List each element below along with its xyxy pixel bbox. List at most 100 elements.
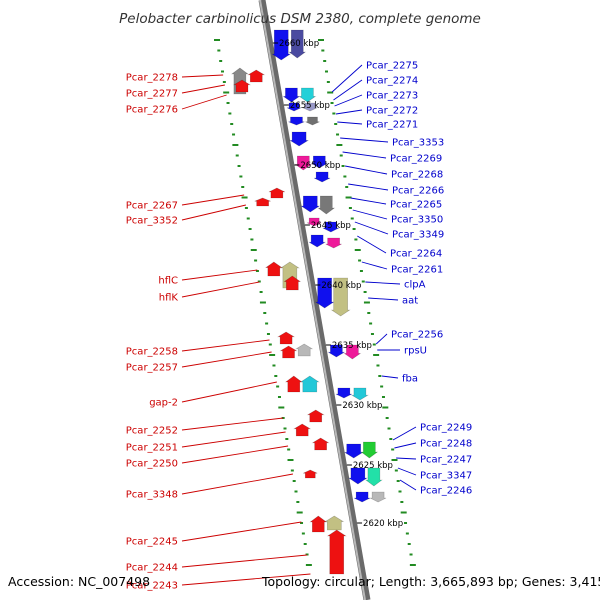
- forward-gene: [307, 217, 322, 227]
- reverse-leader-line: [181, 554, 308, 568]
- forward-leader-line: [394, 442, 417, 449]
- forward-gene: [343, 443, 364, 459]
- forward-gene-label: Pcar_3349: [392, 230, 444, 241]
- reverse-gene: [279, 345, 298, 359]
- reverse-gene-label: Pcar_3348: [126, 490, 178, 501]
- reverse-gene: [299, 375, 320, 393]
- forward-gene: [350, 387, 369, 401]
- forward-gene-label: Pcar_2268: [391, 170, 443, 181]
- leader-lines-layer: [181, 42, 417, 586]
- reverse-gene: [284, 375, 303, 393]
- reverse-leader-line: [181, 94, 227, 110]
- forward-gene: [300, 195, 321, 213]
- forward-leader-line: [354, 221, 389, 235]
- forward-leader-line: [361, 261, 388, 270]
- forward-gene-label: Pcar_2272: [366, 106, 418, 117]
- accession-text: Accession: NC_007498: [8, 574, 150, 589]
- reverse-gene-label: Pcar_2278: [126, 73, 178, 84]
- reverse-gene: [295, 343, 314, 357]
- reverse-gene-label: Pcar_2243: [126, 581, 178, 592]
- forward-gene: [322, 221, 339, 233]
- reverse-gene-label: Pcar_2257: [126, 363, 178, 374]
- forward-gene-label: rpsU: [404, 346, 427, 357]
- forward-gene-label: Pcar_2264: [390, 249, 442, 260]
- reverse-leader-line: [181, 84, 225, 94]
- forward-gene: [305, 116, 320, 126]
- tick-dots-layer: [214, 39, 416, 566]
- reverse-gene-label: Pcar_2276: [126, 105, 178, 116]
- forward-gene: [313, 171, 331, 183]
- kbp-label: 2630 kbp: [342, 401, 382, 411]
- forward-gene: [353, 491, 371, 503]
- forward-gene: [360, 441, 379, 459]
- reverse-leader-line: [181, 521, 302, 542]
- backbone-line: [258, 0, 371, 600]
- forward-gene: [330, 277, 351, 317]
- reverse-gene: [293, 423, 312, 437]
- forward-gene: [294, 155, 313, 171]
- forward-gene: [271, 29, 292, 61]
- reverse-gene-label: Pcar_2251: [126, 443, 178, 454]
- reverse-gene: [268, 187, 286, 199]
- forward-gene-label: Pcar_3353: [392, 138, 444, 149]
- forward-gene: [308, 234, 327, 248]
- reverse-leader-line: [181, 417, 284, 431]
- kbp-label: 2625 kbp: [353, 461, 393, 471]
- reverse-leader-line: [181, 573, 311, 586]
- reverse-leader-line: [181, 194, 245, 206]
- reverse-gene: [232, 79, 252, 93]
- reverse-gene: [326, 529, 347, 575]
- reverse-gene-label: Pcar_2277: [126, 89, 178, 100]
- forward-leader-line: [333, 79, 363, 101]
- forward-leader-line: [397, 467, 417, 476]
- reverse-gene: [306, 409, 325, 423]
- reverse-gene-label: Pcar_2250: [126, 459, 178, 470]
- forward-gene: [289, 131, 310, 147]
- reverse-gene-label: Pcar_2245: [126, 537, 178, 548]
- forward-leader-line: [357, 235, 387, 254]
- forward-leader-line: [396, 457, 417, 460]
- kbp-label: 2620 kbp: [363, 519, 403, 529]
- forward-gene: [282, 87, 301, 103]
- reverse-gene: [283, 275, 302, 291]
- forward-gene-label: Pcar_2246: [420, 486, 472, 497]
- forward-gene: [347, 467, 368, 485]
- forward-leader-line: [399, 479, 417, 491]
- reverse-gene-label: Pcar_2267: [126, 201, 178, 212]
- forward-leader-line: [392, 426, 417, 441]
- reverse-leader-line: [181, 431, 286, 448]
- forward-gene: [325, 237, 342, 249]
- reverse-leader-line: [181, 351, 272, 368]
- forward-gene: [288, 29, 307, 59]
- reverse-leader-line: [181, 74, 224, 78]
- forward-gene: [343, 344, 362, 360]
- forward-leader-line: [334, 94, 363, 107]
- forward-gene-label: Pcar_2249: [420, 423, 472, 434]
- reverse-gene-label: Pcar_3352: [126, 216, 178, 227]
- forward-leader-line: [337, 121, 363, 125]
- reverse-gene: [254, 197, 271, 207]
- forward-gene-label: fba: [402, 374, 418, 385]
- forward-gene: [335, 387, 353, 399]
- forward-gene-label: Pcar_3350: [391, 215, 443, 226]
- forward-gene-label: Pcar_2275: [366, 61, 418, 72]
- forward-leader-line: [352, 209, 388, 220]
- reverse-gene: [309, 515, 328, 533]
- forward-gene-label: Pcar_2269: [390, 154, 442, 165]
- forward-leader-line: [350, 197, 387, 205]
- forward-gene-label: Pcar_2273: [366, 91, 418, 102]
- reverse-gene: [277, 331, 296, 345]
- forward-gene: [310, 155, 329, 169]
- reverse-leader-line: [181, 381, 277, 403]
- forward-gene-label: Pcar_2271: [366, 120, 418, 131]
- forward-gene-label: Pcar_3347: [420, 471, 472, 482]
- reverse-gene-label: Pcar_2252: [126, 426, 178, 437]
- kbp-label: 2640 kbp: [321, 281, 361, 291]
- forward-leader-line: [348, 183, 389, 191]
- reverse-leader-line: [181, 204, 246, 221]
- forward-gene: [327, 344, 346, 358]
- forward-gene-label: clpA: [404, 280, 426, 291]
